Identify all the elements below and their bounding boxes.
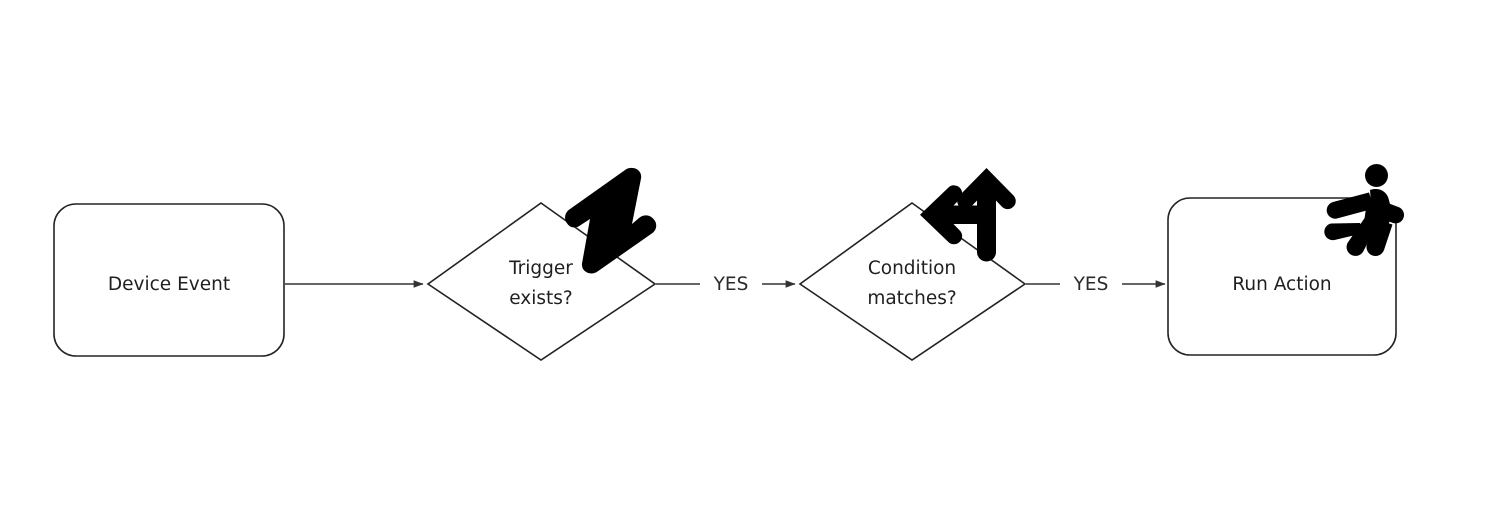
branch-arrows-icon	[920, 168, 1016, 262]
edge-trigger-to-condition: YES	[656, 274, 796, 295]
condition-matches-label-line1: Condition	[868, 258, 956, 279]
node-device-event[interactable]: Device Event	[53, 203, 285, 357]
device-event-label: Device Event	[108, 274, 230, 295]
edge-label-yes-1: YES	[713, 274, 749, 295]
node-run-action[interactable]: Run Action	[1167, 197, 1397, 356]
node-condition-matches[interactable]: Condition matches?	[798, 202, 1027, 361]
trigger-exists-label-line2: exists?	[509, 288, 573, 309]
condition-matches-label-line2: matches?	[867, 288, 956, 309]
device-event-shape[interactable]	[53, 203, 285, 357]
running-person-icon	[1324, 164, 1405, 257]
trigger-exists-label-line1: Trigger	[508, 258, 573, 279]
node-trigger-exists[interactable]: Trigger exists?	[426, 202, 657, 361]
run-action-label: Run Action	[1232, 274, 1331, 295]
lightning-bolt-icon	[565, 167, 657, 274]
edge-condition-to-action: YES	[1026, 274, 1166, 295]
edge-label-yes-2: YES	[1073, 274, 1109, 295]
